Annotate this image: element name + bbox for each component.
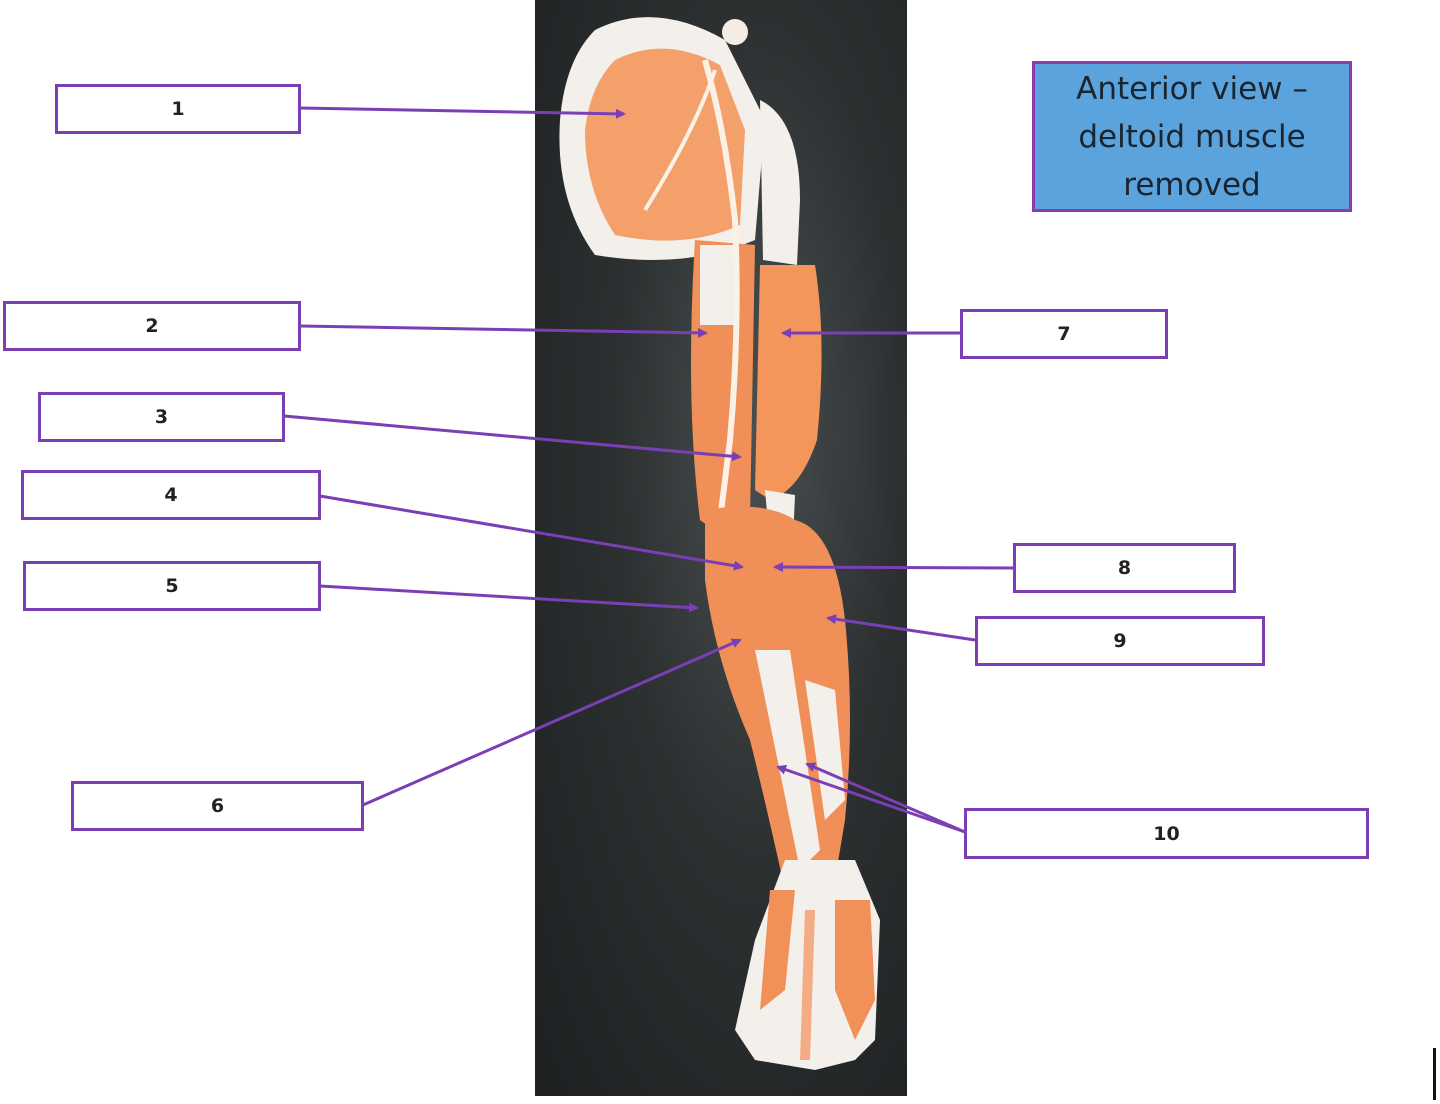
label-number: 2: [145, 315, 159, 337]
label-number: 6: [210, 795, 225, 817]
label-number: 3: [154, 406, 169, 428]
label-number: 4: [164, 484, 178, 506]
label-box-3[interactable]: 3: [38, 392, 285, 442]
label-number: 10: [1153, 822, 1180, 845]
title-line-2: deltoid muscle: [1078, 118, 1306, 155]
label-box-9[interactable]: 9: [975, 616, 1265, 666]
label-box-1[interactable]: 1: [55, 84, 301, 134]
label-box-7[interactable]: 7: [960, 309, 1168, 359]
label-number: 1: [171, 98, 185, 120]
label-number: 8: [1117, 557, 1132, 579]
title-line-1: Anterior view –: [1076, 70, 1308, 107]
label-box-10[interactable]: 10: [964, 808, 1369, 859]
label-box-4[interactable]: 4: [21, 470, 321, 520]
text-cursor: [1433, 1048, 1436, 1100]
arm-muscle-model-photo: [535, 0, 907, 1096]
arm-illustration: [559, 17, 880, 1070]
label-number: 7: [1057, 323, 1071, 345]
label-box-2[interactable]: 2: [3, 301, 301, 351]
label-number: 5: [165, 575, 179, 597]
label-box-8[interactable]: 8: [1013, 543, 1236, 593]
label-box-6[interactable]: 6: [71, 781, 364, 831]
label-number: 9: [1113, 630, 1127, 652]
view-title-box: Anterior view – deltoid muscle removed: [1032, 61, 1352, 212]
label-box-5[interactable]: 5: [23, 561, 321, 611]
title-line-3: removed: [1123, 166, 1261, 203]
